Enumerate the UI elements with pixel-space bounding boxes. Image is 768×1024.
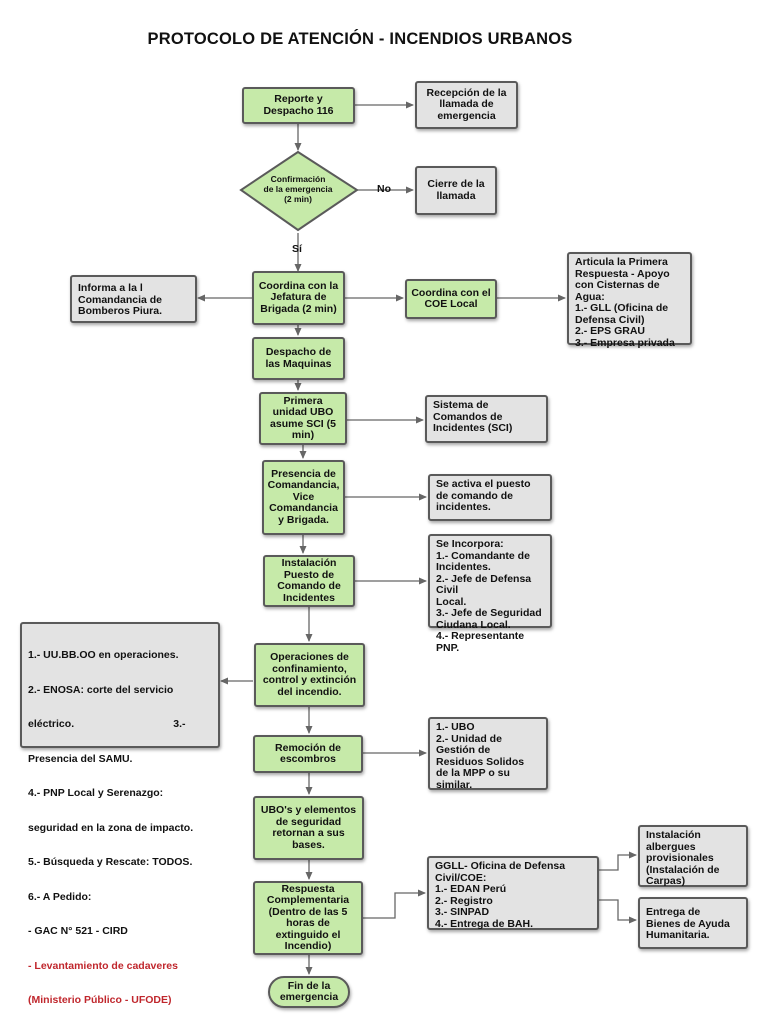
node-instalacion-puesto: Instalación Puesto de Comando de Inciden… — [263, 555, 355, 607]
gll-line-2: Civil/COE: — [435, 871, 487, 884]
note-cierre-llamada: Cierre de la llamada — [415, 166, 497, 215]
incorpora-line-2: 1.- Comandante de — [436, 549, 530, 562]
node-coordina-coe: Coordina con el COE Local — [405, 279, 497, 319]
albergues-line-2: albergues — [646, 840, 696, 853]
gll-line-1: GGLL- Oficina de Defensa — [435, 860, 566, 872]
albergues-line-3: provisionales — [646, 852, 714, 864]
recursos-line-1: 1.- UU.BB.OO en operaciones. — [28, 649, 179, 661]
node-operaciones-label: Operaciones de confinamiento, control y … — [262, 651, 357, 698]
note-informa-label: Informa a la l Comandancia de Bomberos P… — [78, 282, 163, 317]
note-ggll-defensa-civil: GGLL- Oficina de Defensa Civil/COE: 1.- … — [427, 856, 599, 930]
node-primera-unidad-label: Primera unidad UBO asume SCI (5 min) — [270, 394, 336, 441]
node-fin-label: Fin de la emergencia — [279, 979, 339, 1003]
note-cierre-label: Cierre de la llamada — [427, 178, 485, 202]
node-fin-emergencia: Fin de la emergencia — [268, 976, 350, 1008]
incorpora-line-5: Local. — [436, 595, 467, 608]
articula-line-6: Defensa Civil) — [575, 313, 645, 326]
articula-line-1: Articula la Primera — [575, 256, 668, 268]
albergues-line-1: Instalación — [646, 829, 701, 841]
note-articula-respuesta: Articula la Primera Respuesta - Apoyo co… — [567, 252, 692, 348]
note-recursos-operaciones: 1.- UU.BB.OO en operaciones. 2.- ENOSA: … — [20, 622, 220, 1006]
recursos-line-9: - GAC N° 521 - CIRD — [28, 925, 128, 937]
decision-line-1: Confirmación — [270, 174, 326, 184]
note-puesto-label: Se activa el puesto de comando de incide… — [436, 478, 531, 513]
remocion-line-2: 2.- Unidad de — [436, 732, 502, 745]
node-despacho-label: Despacho de las Maquinas — [265, 346, 332, 370]
recursos-line-5: 4.- PNP Local y Serenazgo: — [28, 787, 164, 799]
label-si: Sí — [292, 243, 302, 255]
node-reporte-label: Reporte y Despacho 116 — [263, 93, 334, 117]
page-title: PROTOCOLO DE ATENCIÓN - INCENDIOS URBANO… — [147, 30, 573, 48]
label-no: No — [377, 183, 391, 195]
node-primera-unidad: Primera unidad UBO asume SCI (5 min) — [259, 392, 347, 445]
remocion-line-1: 1.- UBO — [436, 721, 475, 733]
note-bienes-ayuda: Entrega de Bienes de Ayuda Humanitaria. — [638, 897, 748, 949]
node-ubos-retornan: UBO's y elementos de seguridad retornan … — [253, 796, 364, 860]
note-se-incorpora: Se Incorpora: 1.- Comandante de Incident… — [428, 534, 552, 653]
note-informa-comandancia: Informa a la l Comandancia de Bomberos P… — [70, 275, 197, 323]
articula-line-8: 3.- Empresa privada — [575, 336, 675, 349]
node-remocion-label: Remoción de escombros — [275, 741, 341, 765]
note-sistema-comandos: Sistema de Comandos de Incidentes (SCI) — [425, 395, 548, 443]
note-puesto-comando: Se activa el puesto de comando de incide… — [428, 474, 552, 521]
incorpora-line-7: Ciudana Local. — [436, 618, 511, 631]
recursos-red-line-2: (Ministerio Público - UFODE) — [28, 994, 172, 1006]
gll-line-6: 4.- Entrega de BAH. — [435, 917, 534, 930]
note-recepcion-llamada: Recepción de la llamada de emergencia — [415, 81, 518, 129]
gll-line-3: 1.- EDAN Perú — [435, 883, 507, 895]
remocion-line-6: similar. — [436, 778, 473, 791]
incorpora-line-3: Incidentes. — [436, 561, 491, 573]
recursos-line-2: 2.- ENOSA: corte del servicio — [28, 683, 174, 696]
node-coordina-jefatura: Coordina con la Jefatura de Brigada (2 m… — [252, 271, 345, 325]
incorpora-line-4: 2.- Jefe de Defensa Civil — [436, 572, 532, 596]
node-despacho-maquinas: Despacho de las Maquinas — [252, 337, 345, 380]
bienes-line-2: Bienes de Ayuda — [646, 917, 730, 930]
node-ubos-label: UBO's y elementos de seguridad retornan … — [260, 804, 357, 851]
node-instalacion-label: Instalación Puesto de Comando de Inciden… — [277, 557, 341, 604]
node-presencia-comandancia: Presencia de Comandancia, Vice Comandanc… — [262, 460, 345, 535]
node-reporte-despacho: Reporte y Despacho 116 — [242, 87, 355, 124]
node-coordina-jefatura-label: Coordina con la Jefatura de Brigada (2 m… — [258, 279, 339, 315]
incorpora-line-6: 3.- Jefe de Seguridad — [436, 607, 542, 619]
note-recepcion-label: Recepción de la llamada de emergencia — [426, 86, 507, 122]
recursos-line-4: Presencia del SAMU. — [28, 752, 133, 765]
bienes-line-1: Entrega de — [646, 906, 701, 918]
recursos-red-line-1: - Levantamiento de cadaveres — [28, 959, 178, 972]
recursos-line-8: 6.- A Pedido: — [28, 890, 92, 903]
incorpora-line-8: 4.- Representante PNP. — [436, 630, 525, 654]
incorpora-line-1: Se Incorpora: — [436, 538, 504, 550]
articula-line-2: Respuesta - Apoyo — [575, 267, 670, 280]
recursos-line-7: 5.- Búsqueda y Rescate: TODOS. — [28, 856, 193, 868]
remocion-line-4: Residuos Solidos — [436, 755, 525, 768]
articula-line-4: Agua: — [575, 290, 605, 303]
articula-line-7: 2.- EPS GRAU — [575, 325, 646, 337]
albergues-line-5: Carpas) — [646, 875, 686, 887]
node-respuesta-complementaria: Respuesta Complementaria (Dentro de las … — [253, 881, 363, 955]
remocion-line-5: de la MPP o su — [436, 767, 510, 779]
note-instalacion-albergues: Instalación albergues provisionales (Ins… — [638, 825, 748, 887]
decision-confirmacion-text: Confirmación de la emergencia (2 min) — [250, 174, 346, 204]
recursos-line-6: seguridad en la zona de impacto. — [28, 821, 194, 834]
decision-diamond — [239, 150, 359, 232]
remocion-line-3: Gestión de — [436, 744, 491, 756]
bienes-line-3: Humanitaria. — [646, 929, 710, 941]
node-coordina-coe-label: Coordina con el COE Local — [411, 286, 491, 310]
gll-line-5: 3.- SINPAD — [435, 906, 490, 918]
decision-line-3: (2 min) — [284, 194, 312, 204]
articula-line-5: 1.- GLL (Oficina de — [575, 302, 669, 314]
node-operaciones-confinamiento: Operaciones de confinamiento, control y … — [254, 643, 365, 707]
note-sistema-label: Sistema de Comandos de Incidentes (SCI) — [433, 399, 513, 434]
node-remocion-escombros: Remoción de escombros — [253, 735, 363, 773]
node-respuesta-label: Respuesta Complementaria (Dentro de las … — [266, 882, 350, 952]
decision-line-2: de la emergencia — [263, 184, 333, 194]
gll-line-4: 2.- Registro — [435, 894, 493, 907]
note-remocion-detalle: 1.- UBO 2.- Unidad de Gestión de Residuo… — [428, 717, 548, 790]
articula-line-3: con Cisternas de — [575, 279, 660, 291]
albergues-line-4: (Instalación de — [646, 863, 720, 876]
node-presencia-label: Presencia de Comandancia, Vice Comandanc… — [267, 467, 340, 526]
recursos-line-3: eléctrico. 3.- — [28, 718, 186, 730]
